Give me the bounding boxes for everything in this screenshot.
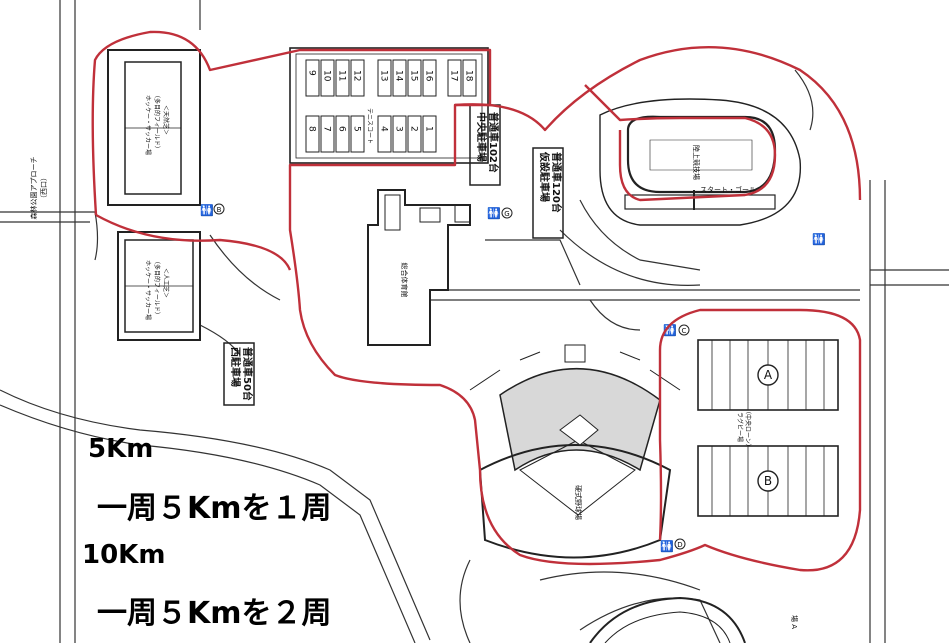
tennis-court xyxy=(377,59,392,97)
svg-text:🚻: 🚻 xyxy=(660,540,674,553)
park-approach-label: 森林公園アプローチ xyxy=(29,157,38,220)
west-exit-label: （西口） xyxy=(40,174,48,202)
tennis-court xyxy=(462,59,477,97)
tennis-court-number: 11 xyxy=(337,70,347,81)
course-5k-title: 5Km xyxy=(88,434,154,464)
rugby-fields: A B ラグビー場 （中央ローン） xyxy=(697,339,839,517)
tennis-court-number: 9 xyxy=(307,70,317,76)
hockey-b-sub: （多目的フィールド） xyxy=(153,258,161,318)
tennis-court xyxy=(422,115,437,153)
hockey-a-turf: ＜天然芝＞ xyxy=(162,105,170,135)
toilet-c-label: C xyxy=(682,327,687,335)
toilet-g-label: G xyxy=(504,210,509,218)
tennis-court xyxy=(350,115,365,153)
svg-text:🚻: 🚻 xyxy=(487,207,501,220)
toilet-b: 🚻 B xyxy=(200,203,225,217)
lower-right-label: 場 A xyxy=(790,615,799,629)
baseball-label: 硬式野球場 xyxy=(574,485,583,520)
hockey-field-b: ホッケー・サッカー場 （多目的フィールド） ＜人工芝＞ xyxy=(117,231,201,341)
rugby-sub-label: （中央ローン） xyxy=(744,408,752,450)
central-parking-count: 普通車102台 xyxy=(487,112,500,173)
tennis-court xyxy=(392,59,407,97)
central-parking: 中央駐車場 普通車102台 xyxy=(469,104,501,186)
baseball-stadium: 硬式野球場 xyxy=(469,344,681,559)
temp-parking: 仮設駐車場 普通車120台 xyxy=(532,147,564,239)
toilet-b-label: B xyxy=(217,206,222,214)
tennis-court-number: 1 xyxy=(424,126,434,132)
tennis-court-number: 12 xyxy=(352,70,362,81)
tennis-court-number: 18 xyxy=(464,70,474,82)
gym-label: 総合体育館 xyxy=(400,263,409,298)
tennis-court-number: 13 xyxy=(379,70,389,81)
hockey-b-title: ホッケー・サッカー場 xyxy=(144,260,152,320)
tennis-court-number: 4 xyxy=(379,126,389,132)
svg-text:🚻: 🚻 xyxy=(812,233,826,246)
tennis-court-number: 7 xyxy=(322,126,332,132)
toilet-d-label: D xyxy=(677,541,682,549)
course-5k-desc: 一周５Kmを１周 xyxy=(97,491,332,526)
tennis-court-number: 6 xyxy=(337,126,347,132)
toilet-d: 🚻 D xyxy=(660,538,686,553)
course-10k-desc: 一周５Kmを２周 xyxy=(97,596,332,631)
tennis-court xyxy=(305,115,320,153)
field-a-label: A xyxy=(764,368,773,382)
tennis-court xyxy=(422,59,437,97)
tennis-court-number: 16 xyxy=(424,70,434,82)
tennis-court-number: 10 xyxy=(322,70,332,82)
tennis-court xyxy=(447,59,462,97)
tennis-label: テニスコート xyxy=(366,108,373,144)
start-goal-label: スタート・ゴール xyxy=(700,185,756,194)
course-route xyxy=(91,30,862,572)
athletics-label: 陸上競技場 xyxy=(692,145,701,180)
tennis-court xyxy=(377,115,392,153)
tennis-court xyxy=(392,115,407,153)
hockey-b-turf: ＜人工芝＞ xyxy=(162,268,170,298)
temp-parking-label: 仮設駐車場 xyxy=(538,151,551,202)
course-10k-title: 10Km xyxy=(82,540,166,570)
tennis-court-number: 17 xyxy=(449,70,459,81)
tennis-court xyxy=(350,59,365,97)
lower-stadium: 場 A xyxy=(589,596,799,643)
tennis-court xyxy=(407,59,422,97)
svg-text:🚻: 🚻 xyxy=(200,204,214,217)
rugby-label: ラグビー場 xyxy=(736,412,744,442)
toilet-e: 🚻 xyxy=(812,233,826,246)
tennis-court-number: 15 xyxy=(409,70,419,81)
tennis-court-number: 5 xyxy=(352,126,362,132)
hockey-a-sub: （多目的フィールド） xyxy=(153,92,161,152)
field-b-label: B xyxy=(764,474,772,488)
gymnasium: 総合体育館 xyxy=(367,189,471,346)
toilet-g: 🚻 G xyxy=(487,207,513,220)
tennis-court-number: 2 xyxy=(409,126,419,132)
hockey-a-title: ホッケー・サッカー場 xyxy=(144,95,152,155)
tennis-court xyxy=(305,59,320,97)
west-parking: 西駐車場 普通車50台 xyxy=(223,342,255,406)
tennis-court xyxy=(320,115,335,153)
tennis-court-number: 8 xyxy=(307,126,317,132)
west-parking-count: 普通車50台 xyxy=(241,347,254,401)
tennis-court-number: 3 xyxy=(394,126,404,132)
tennis-court xyxy=(335,59,350,97)
temp-parking-count: 普通車120台 xyxy=(550,152,563,213)
west-parking-label: 西駐車場 xyxy=(229,347,242,387)
hockey-field-a: ホッケー・サッカー場 （多目的フィールド） ＜天然芝＞ xyxy=(107,49,201,206)
central-parking-label: 中央駐車場 xyxy=(475,112,488,162)
tennis-court-number: 14 xyxy=(394,70,404,82)
tennis-court xyxy=(320,59,335,97)
tennis-court xyxy=(335,115,350,153)
tennis-court xyxy=(407,115,422,153)
